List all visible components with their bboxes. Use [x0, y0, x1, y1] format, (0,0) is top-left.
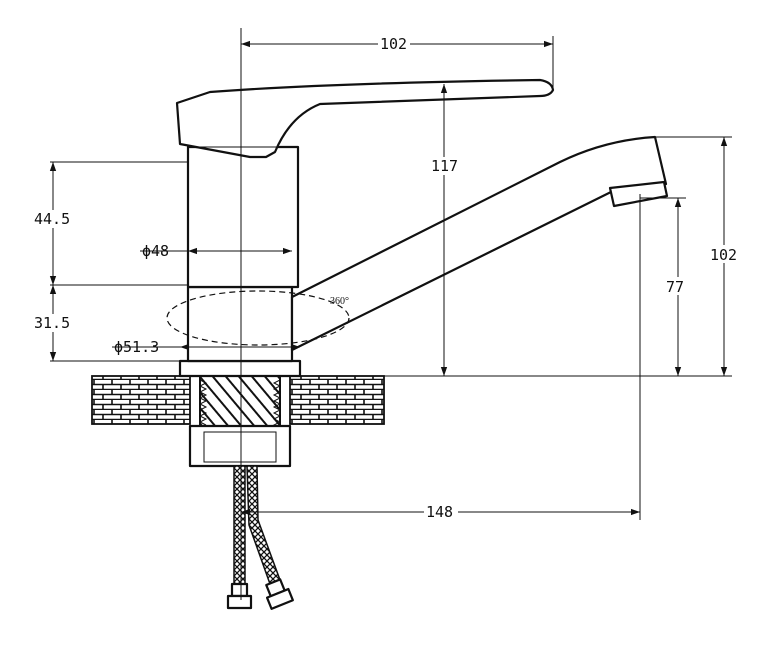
countertop-left: [91, 375, 191, 425]
body-lower: [186, 285, 294, 363]
thread-right: [272, 379, 282, 429]
supply-hose-left: [233, 465, 246, 585]
dim-base-height-label: 31.5: [34, 314, 70, 332]
dimension-lines: 102 117 102 77 44.5 31.5 ϕ48 ϕ: [34, 35, 744, 521]
mounting-nut-inner: [203, 431, 277, 463]
hose-connector-left: [230, 582, 249, 598]
dim-body-height-label: 44.5: [34, 210, 70, 228]
threaded-shank: [199, 375, 281, 429]
dim-body-diameter-label: ϕ48: [142, 242, 169, 260]
thread-left: [198, 379, 208, 426]
mounting-nut: [188, 424, 292, 468]
lever-handle: [175, 78, 555, 159]
faucet-body: [178, 145, 302, 378]
dim-handle-reach-label: 102: [380, 35, 407, 53]
countertop-right: [289, 375, 385, 425]
hose-nut-left: [226, 594, 253, 610]
supply-hose-right: [246, 465, 281, 585]
body-upper: [186, 145, 300, 289]
dim-base-diameter-label: ϕ51.3: [114, 338, 159, 356]
supply-hoses: [226, 465, 294, 610]
spout-aerator: [608, 180, 669, 208]
hose-nut-right: [265, 587, 294, 610]
base-flange: [178, 359, 302, 378]
spout-arm: [290, 135, 668, 352]
swivel-ellipse: [166, 290, 350, 346]
dim-outlet-height-label: 77: [666, 278, 684, 296]
swivel-indicator: 360°: [166, 290, 350, 346]
swivel-angle-label: 360°: [330, 296, 349, 307]
mounting-shank: [188, 375, 292, 468]
spout: [290, 135, 669, 352]
handle-lever: [175, 78, 555, 159]
dim-spout-reach-label: 148: [426, 503, 453, 521]
centerlines: [240, 28, 641, 600]
dim-spout-height-label: 102: [710, 246, 737, 264]
dim-total-height-label: 117: [431, 157, 458, 175]
countertop: [91, 375, 385, 425]
